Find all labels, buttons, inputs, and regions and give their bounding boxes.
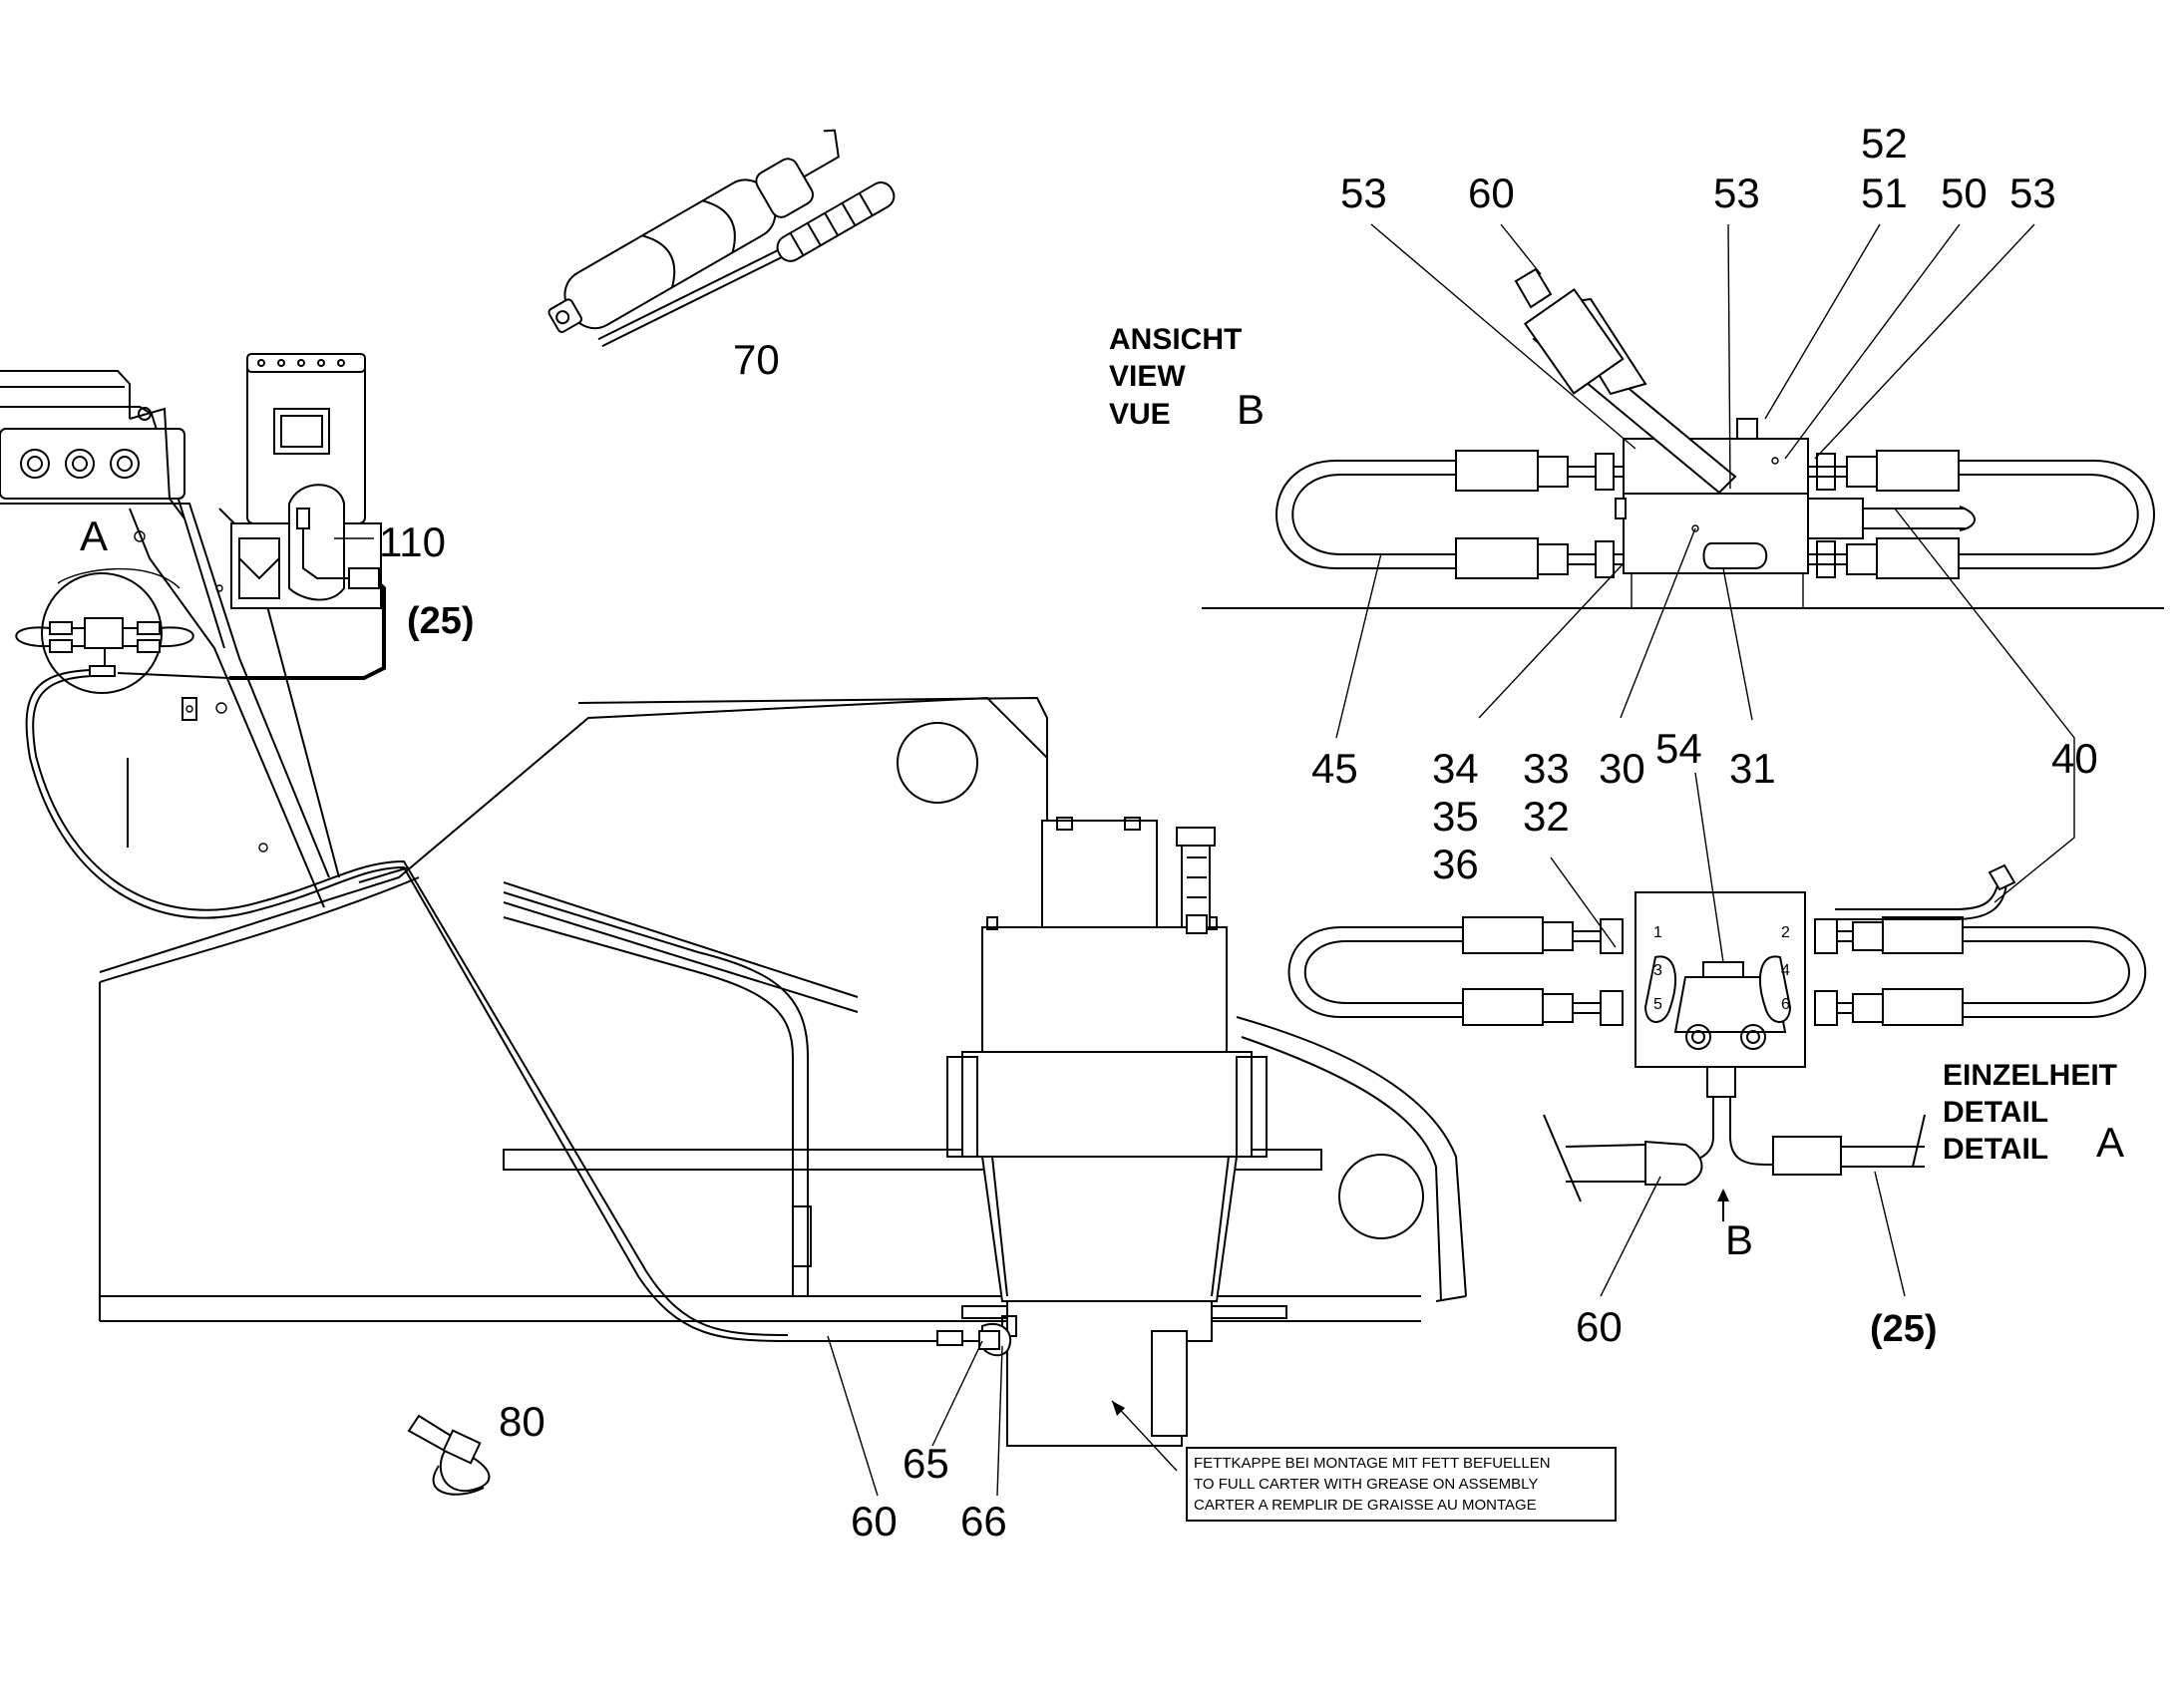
label-60-bottom: 60: [851, 1498, 898, 1544]
assembly-note-box: FETTKAPPE BEI MONTAGE MIT FETT BEFUELLEN…: [1186, 1447, 1617, 1522]
label-50: 50: [1941, 170, 1988, 216]
detail-a-letter: A: [2096, 1119, 2124, 1166]
port-numbers: 1 2 3 4 5 6: [1653, 924, 1790, 1013]
port-2: 2: [1781, 924, 1790, 941]
note-line-2: TO FULL CARTER WITH GREASE ON ASSEMBLY: [1194, 1476, 1538, 1493]
label-45: 45: [1311, 745, 1358, 792]
grease-hose-routing: [25, 669, 1012, 1357]
label-110: 110: [379, 518, 446, 565]
part-number-labels: 70 110 (25) 80 65 60 66 53 60 53 52 51 5…: [379, 120, 2098, 1544]
label-80: 80: [499, 1398, 545, 1445]
detail-a-line-3: DETAIL: [1943, 1133, 2048, 1166]
detail-a-distributor: [1287, 863, 2147, 1221]
detail-a-line-2: DETAIL: [1943, 1096, 2048, 1129]
label-32: 32: [1523, 793, 1570, 840]
port-3: 3: [1653, 962, 1662, 979]
arrow-b-label: B: [1725, 1216, 1753, 1263]
label-30: 30: [1599, 745, 1645, 792]
gearbox-assembly: [946, 817, 1268, 1447]
grease-gun: [547, 129, 896, 348]
label-40: 40: [2051, 735, 2098, 782]
label-70: 70: [733, 336, 780, 383]
port-5: 5: [1653, 996, 1662, 1013]
label-31: 31: [1729, 745, 1776, 792]
view-b-title: ANSICHT VIEW VUE B: [1109, 323, 1265, 433]
grease-pump: [229, 353, 386, 680]
view-b-letter: B: [1237, 386, 1265, 433]
label-65: 65: [903, 1440, 949, 1487]
label-60-detail: 60: [1576, 1303, 1623, 1350]
label-36: 36: [1432, 841, 1479, 887]
detail-a-title: EINZELHEIT DETAIL DETAIL A: [1943, 1059, 2124, 1166]
port-4: 4: [1781, 962, 1790, 979]
machine-frame-left: [0, 370, 1048, 973]
label-53-b: 53: [1713, 170, 1760, 216]
label-66: 66: [960, 1498, 1007, 1544]
boom-frame: [99, 696, 1467, 1322]
view-b-line-2: VIEW: [1109, 360, 1186, 393]
cable-tie: [407, 1414, 491, 1496]
port-6: 6: [1781, 996, 1790, 1013]
port-1: 1: [1653, 924, 1662, 941]
view-b-distributor: [1202, 267, 2164, 609]
note-line-3: CARTER A REMPLIR DE GRAISSE AU MONTAGE: [1194, 1497, 1537, 1514]
view-b-line-1: ANSICHT: [1109, 323, 1242, 356]
label-35: 35: [1432, 793, 1479, 840]
view-b-line-3: VUE: [1109, 398, 1171, 431]
label-25-detail: (25): [1870, 1308, 1938, 1350]
label-53-a: 53: [1340, 170, 1387, 216]
detail-a-line-1: EINZELHEIT: [1943, 1059, 2117, 1092]
label-53-c: 53: [2009, 170, 2056, 216]
marker-a: A: [80, 512, 108, 559]
label-54: 54: [1655, 725, 1702, 772]
label-51: 51: [1861, 170, 1908, 216]
label-60-view: 60: [1468, 170, 1515, 216]
label-34: 34: [1432, 745, 1479, 792]
note-line-1: FETTKAPPE BEI MONTAGE MIT FETT BEFUELLEN: [1194, 1455, 1551, 1472]
label-25-left: (25): [407, 600, 475, 642]
label-33: 33: [1523, 745, 1570, 792]
distributor-block-small: [15, 567, 194, 694]
label-52: 52: [1861, 120, 1908, 167]
leader-lines: [334, 223, 2075, 1497]
